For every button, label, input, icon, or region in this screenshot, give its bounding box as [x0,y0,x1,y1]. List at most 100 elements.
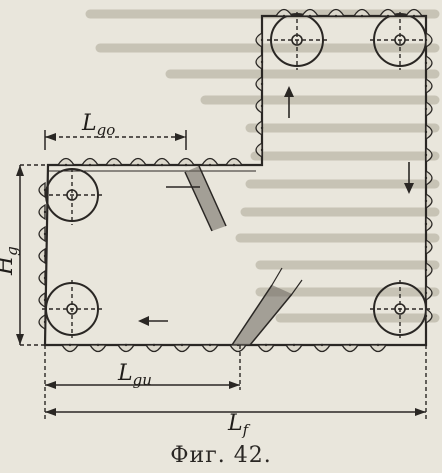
bucket [176,157,196,166]
bucket-dot [43,210,47,214]
sprocket-top-left [42,168,102,225]
bucket [172,344,192,353]
sprocket-top-middle [267,12,327,70]
bucket [116,344,136,353]
bucket-dot [43,188,47,192]
label-h-g: Hg [0,246,21,276]
bucket-dot [43,254,47,258]
bucket [38,269,46,287]
bucket [425,54,433,72]
bucket-dot [88,163,92,167]
bucket [378,8,398,17]
loading-chute [231,267,303,346]
arrow-down [404,162,414,194]
bucket-chain [38,8,433,353]
bucket-dot [424,268,428,272]
discharge-chute [166,165,227,232]
bucket-dot [160,163,164,167]
label-l-gu: Lgu [117,361,152,389]
bucket [255,97,263,115]
bucket [425,77,433,95]
bucket [284,344,304,353]
label-l-go: Lgo [81,111,115,139]
bucket-dot [43,232,47,236]
bucket-dot [64,163,68,167]
bucket-dot [424,84,428,88]
bucket [128,157,148,166]
bucket-dot [43,320,47,324]
bucket [228,344,248,353]
sprocket-top-right [370,12,430,70]
bucket-dot [260,60,264,64]
bucket [425,100,433,118]
bucket [425,192,433,210]
bucket [255,141,263,159]
bucket [425,169,433,187]
bucket [312,344,332,353]
dim-l-go: Lgo [44,111,187,150]
bucket-dot [424,130,428,134]
bucket-dot [43,276,47,280]
bucket-dot [208,343,212,347]
bucket-dot [308,14,312,18]
print-through-text [85,9,440,323]
bucket-dot [260,38,264,42]
bucket [425,238,433,256]
bucket-dot [96,343,100,347]
bucket [38,203,46,221]
bucket [60,344,80,353]
bucket-dot [360,14,364,18]
bucket-dot [68,343,72,347]
bucket-dot [386,14,390,18]
bucket-dot [424,245,428,249]
bucket [144,344,164,353]
bucket-dot [260,82,264,86]
bucket [352,8,372,17]
bucket-dot [424,199,428,203]
bucket-dot [136,163,140,167]
label-l-f: Lf [227,411,251,439]
bucket-dot [424,61,428,65]
bucket-dot [260,148,264,152]
bucket-dot [424,222,428,226]
bucket-dot [152,343,156,347]
bucket-dot [124,343,128,347]
bucket [152,157,172,166]
arrow-up [284,86,294,118]
bucket-dot [376,343,380,347]
bucket [38,181,46,199]
bucket [340,344,360,353]
bucket-dot [424,176,428,180]
dim-l-gu: Lgu [44,345,241,420]
bucket [80,157,100,166]
bucket-dot [260,126,264,130]
bucket-dot [320,343,324,347]
bucket [425,261,433,279]
bucket [104,157,124,166]
bucket-dot [232,163,236,167]
bucket [200,344,220,353]
bucket [255,53,263,71]
bucket [425,307,433,325]
bucket [425,31,433,49]
bucket [255,119,263,137]
bucket-dot [112,163,116,167]
bucket [200,157,220,166]
bucket-dot [208,163,212,167]
bucket [255,31,263,49]
bucket [425,284,433,302]
bucket [88,344,108,353]
bucket-dot [43,298,47,302]
bucket-dot [292,343,296,347]
bucket-dot [424,314,428,318]
bucket [38,247,46,265]
bucket [38,313,46,331]
figure-caption: Фиг. 42. [170,443,271,468]
dim-l-f: Lf [45,345,427,439]
bucket [255,75,263,93]
bucket-dot [348,343,352,347]
bucket [425,215,433,233]
bucket [425,146,433,164]
